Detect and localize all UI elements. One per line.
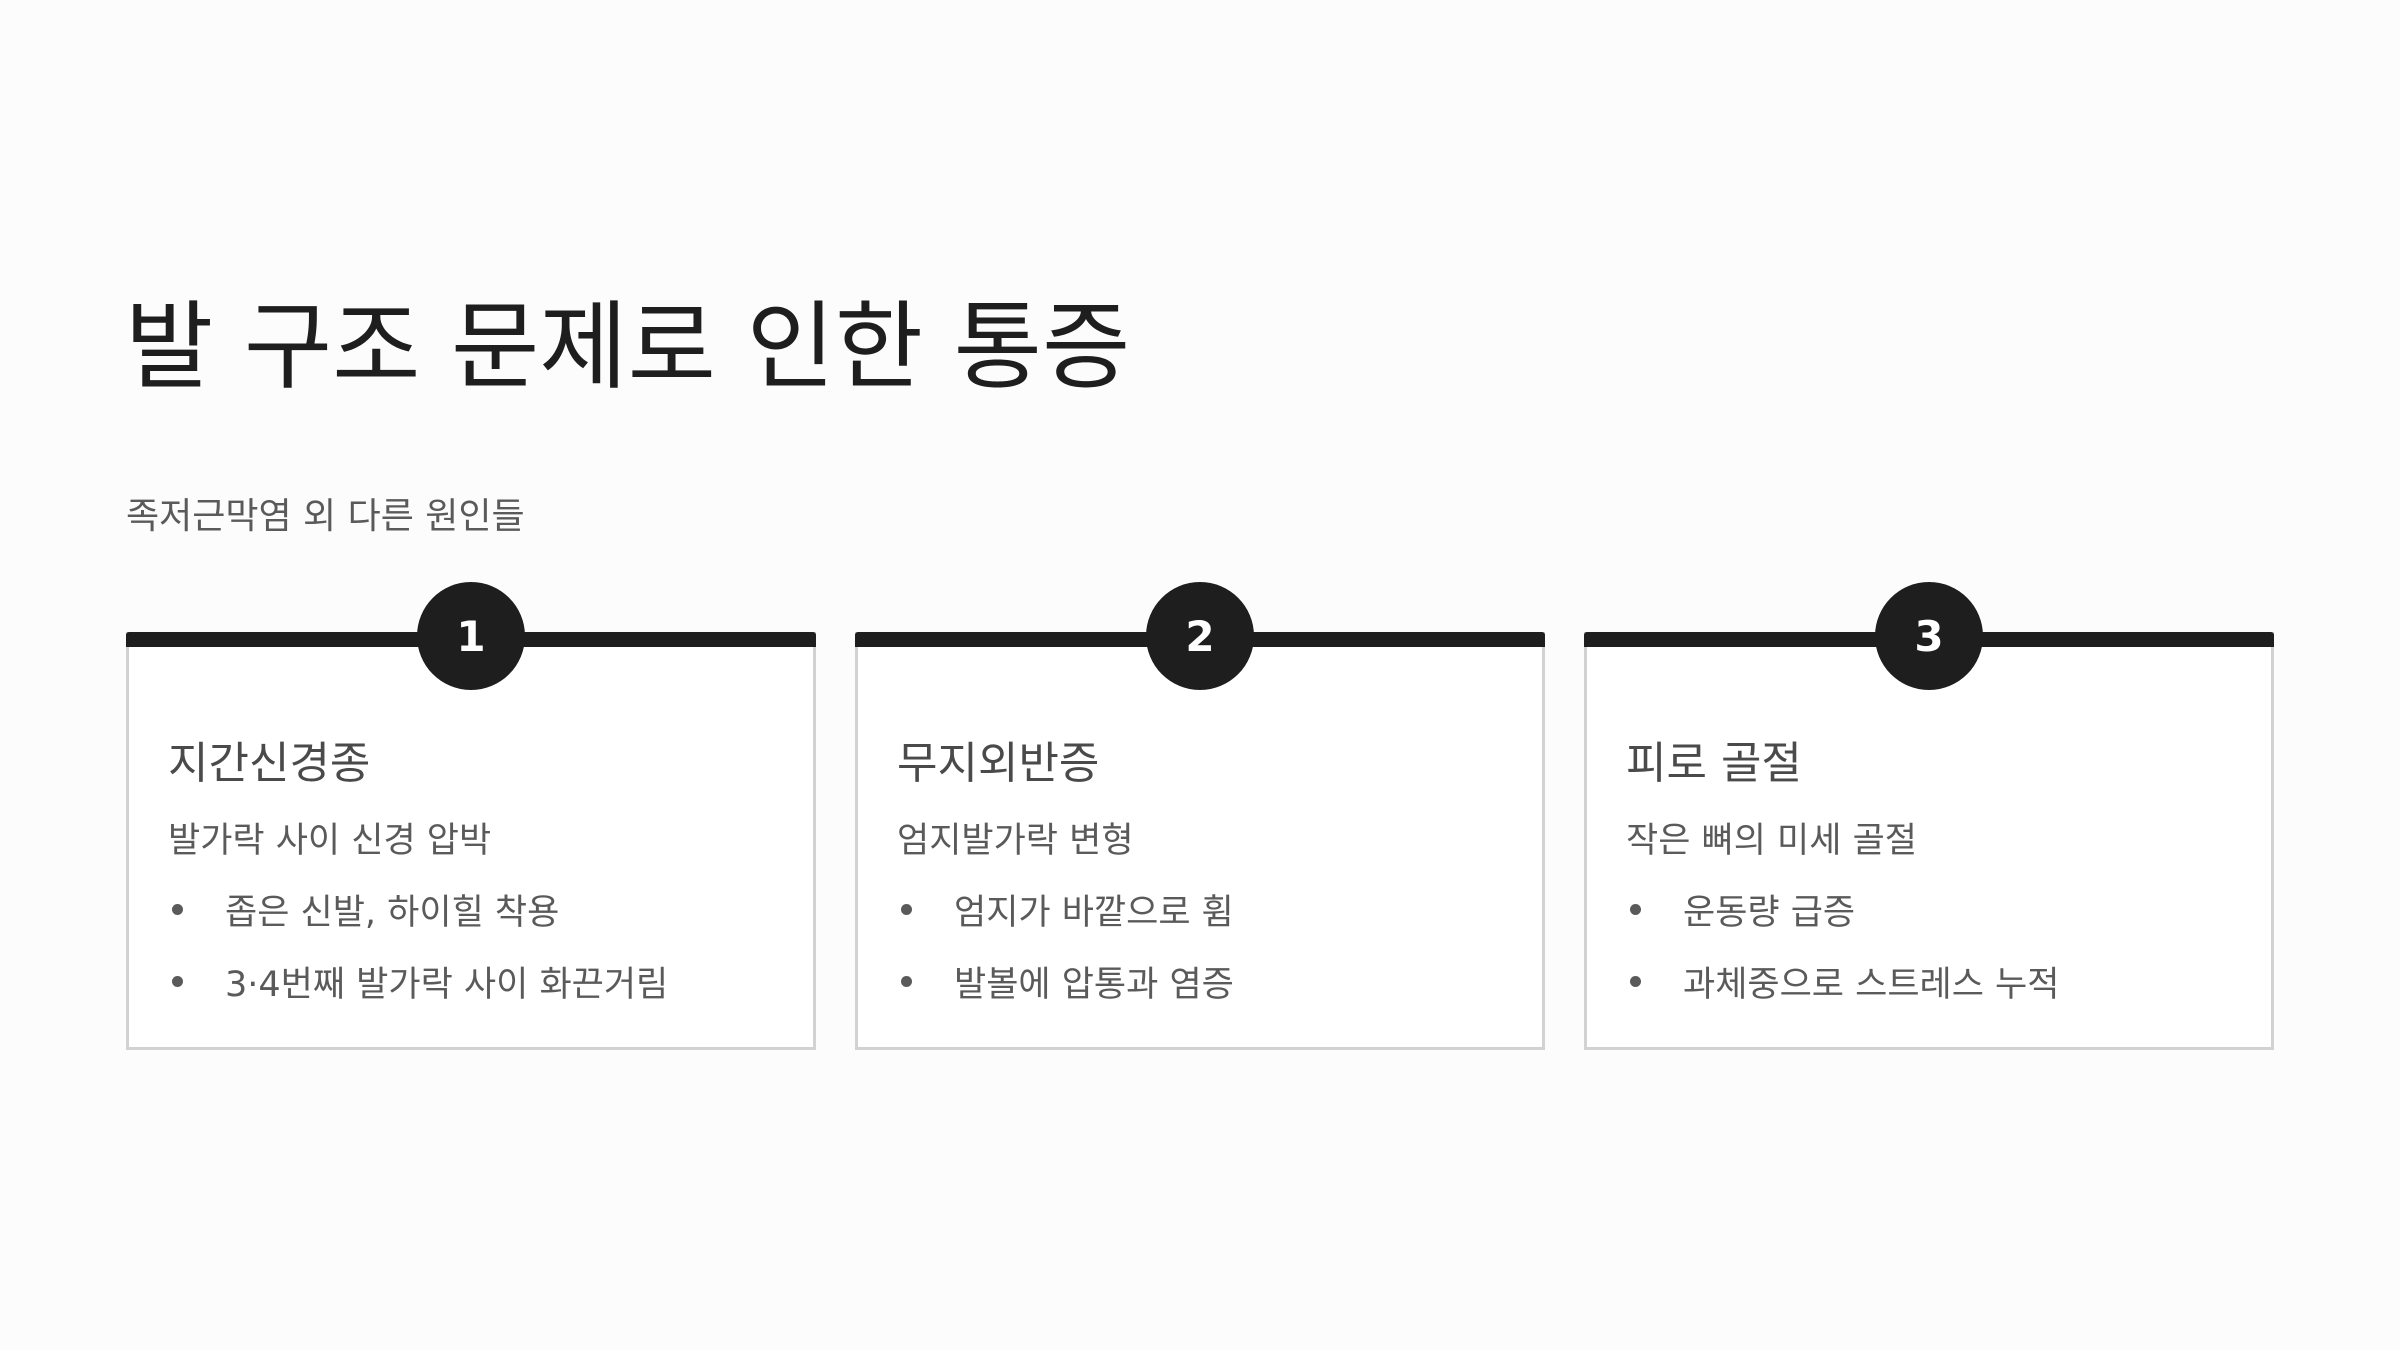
list-item-text: 엄지가 바깥으로 휨 bbox=[954, 893, 1234, 933]
list-item-text: 과체중으로 스트레스 누적 bbox=[1683, 965, 2060, 1005]
bullet-icon bbox=[901, 976, 912, 987]
list-item: 3·4번째 발가락 사이 화끈거림 bbox=[168, 956, 668, 1028]
bullet-icon bbox=[1630, 976, 1641, 987]
list-item-text: 3·4번째 발가락 사이 화끈거림 bbox=[225, 965, 669, 1005]
card-bullet-list: 엄지가 바깥으로 휨 발볼에 압통과 염증 bbox=[897, 884, 1234, 1028]
number-badge: 1 bbox=[417, 582, 525, 690]
card-bullet-list: 좁은 신발, 하이힐 착용 3·4번째 발가락 사이 화끈거림 bbox=[168, 884, 668, 1028]
card-title: 피로 골절 bbox=[1626, 738, 1802, 789]
list-item-text: 운동량 급증 bbox=[1683, 893, 1856, 933]
list-item: 운동량 급증 bbox=[1626, 884, 2059, 956]
bullet-icon bbox=[1630, 904, 1641, 915]
card-2: 2 무지외반증 엄지발가락 변형 엄지가 바깥으로 휨 발볼에 압통과 염증 bbox=[855, 582, 1545, 1050]
cards-container: 1 지간신경종 발가락 사이 신경 압박 좁은 신발, 하이힐 착용 3·4번째… bbox=[126, 582, 2274, 1050]
bullet-icon bbox=[172, 976, 183, 987]
number-badge: 3 bbox=[1875, 582, 1983, 690]
card-bullet-list: 운동량 급증 과체중으로 스트레스 누적 bbox=[1626, 884, 2059, 1028]
bullet-icon bbox=[901, 904, 912, 915]
number-badge: 2 bbox=[1146, 582, 1254, 690]
slide-subtitle: 족저근막염 외 다른 원인들 bbox=[126, 496, 525, 537]
list-item: 엄지가 바깥으로 휨 bbox=[897, 884, 1234, 956]
list-item: 과체중으로 스트레스 누적 bbox=[1626, 956, 2059, 1028]
list-item: 발볼에 압통과 염증 bbox=[897, 956, 1234, 1028]
slide-title: 발 구조 문제로 인한 통증 bbox=[125, 291, 1131, 403]
card-1: 1 지간신경종 발가락 사이 신경 압박 좁은 신발, 하이힐 착용 3·4번째… bbox=[126, 582, 816, 1050]
list-item: 좁은 신발, 하이힐 착용 bbox=[168, 884, 668, 956]
card-description: 작은 뼈의 미세 골절 bbox=[1626, 821, 1917, 861]
list-item-text: 좁은 신발, 하이힐 착용 bbox=[225, 893, 560, 933]
card-description: 발가락 사이 신경 압박 bbox=[168, 821, 492, 861]
card-description: 엄지발가락 변형 bbox=[897, 821, 1134, 861]
list-item-text: 발볼에 압통과 염증 bbox=[954, 965, 1234, 1005]
card-title: 무지외반증 bbox=[897, 738, 1100, 789]
card-title: 지간신경종 bbox=[168, 738, 371, 789]
card-3: 3 피로 골절 작은 뼈의 미세 골절 운동량 급증 과체중으로 스트레스 누적 bbox=[1584, 582, 2274, 1050]
bullet-icon bbox=[172, 904, 183, 915]
